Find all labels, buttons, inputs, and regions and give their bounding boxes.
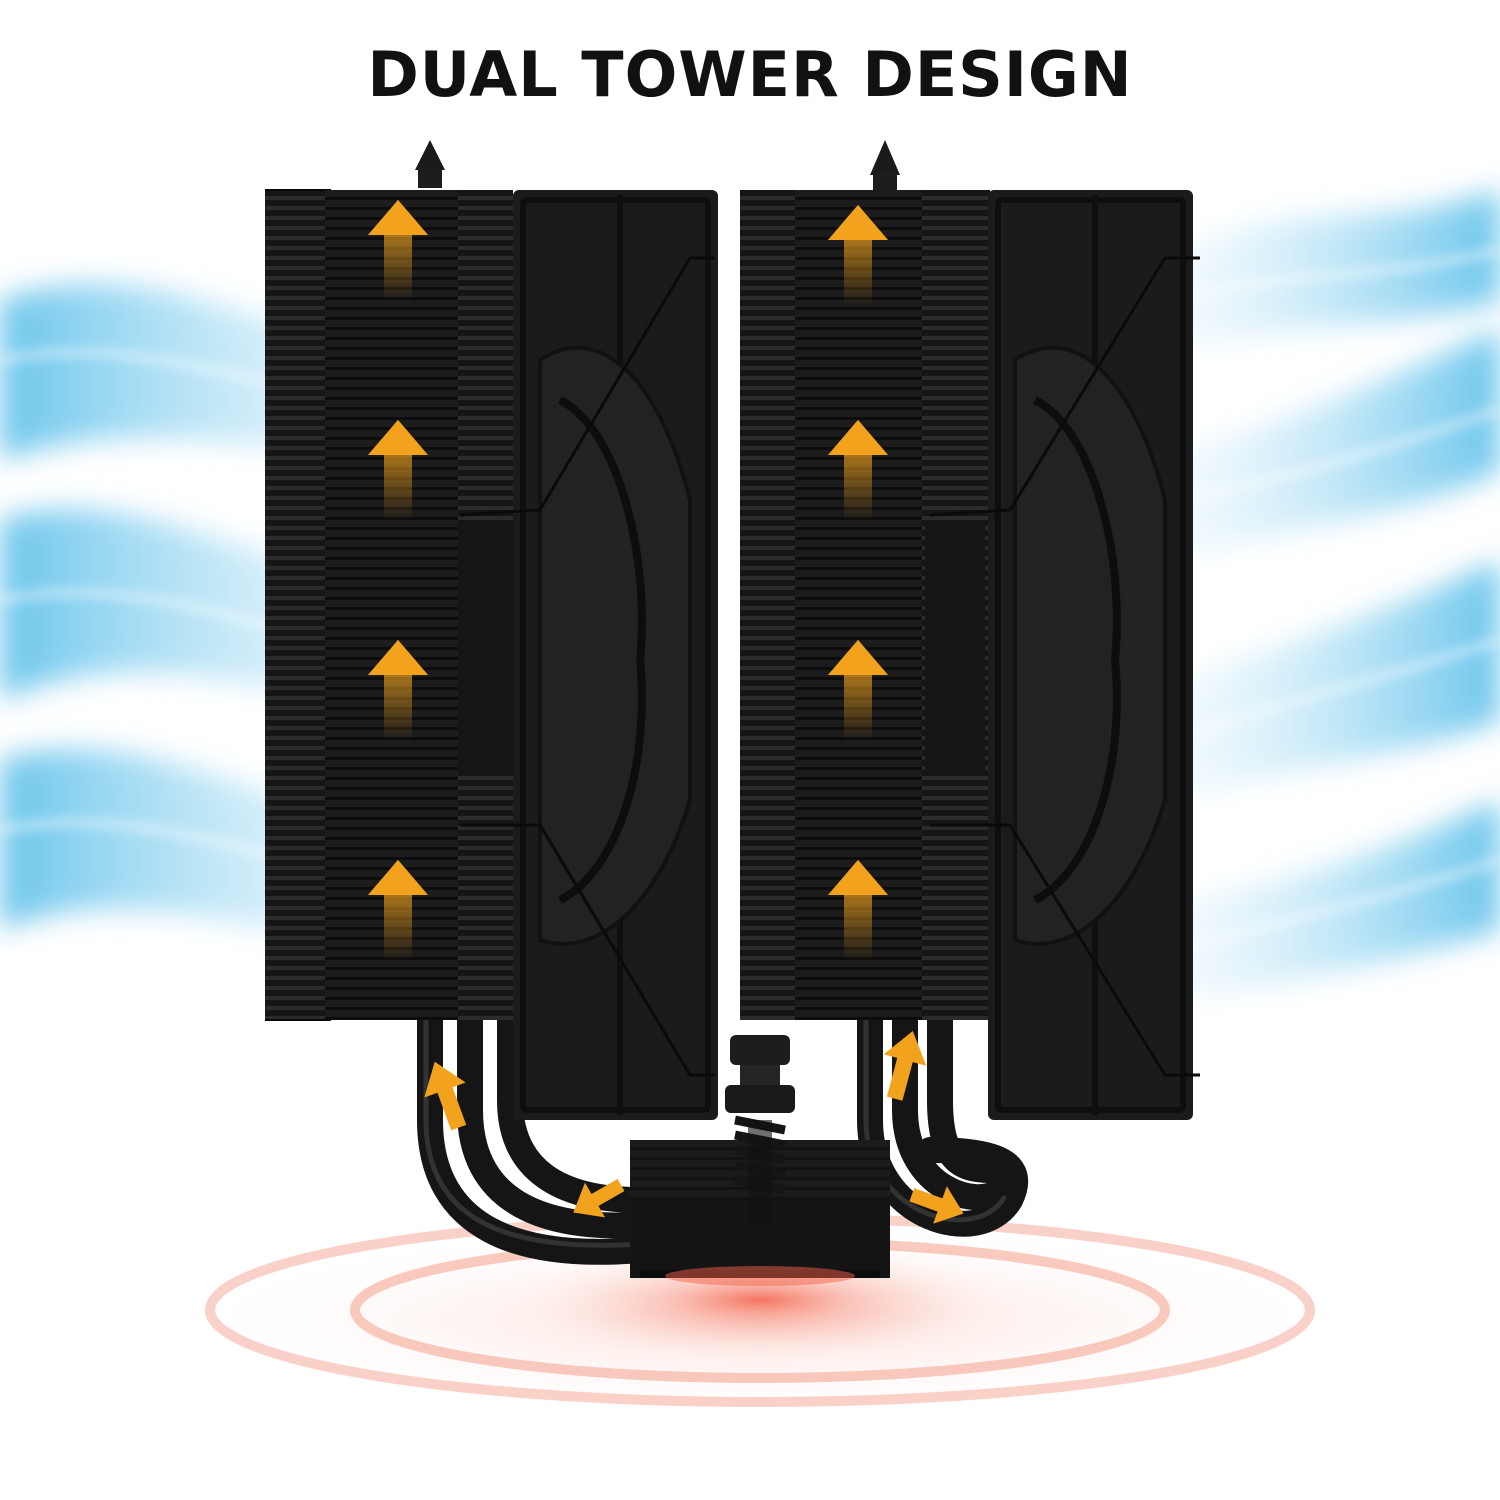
up-arrow-icon (368, 420, 428, 520)
up-arrow-icon (368, 640, 428, 740)
up-arrow-icon (828, 860, 888, 960)
up-arrow-icon (368, 200, 428, 300)
right-heatsink-tower (740, 140, 990, 1020)
up-arrow-icon (368, 860, 428, 960)
up-arrow-icon (828, 205, 888, 305)
mounting-screw (725, 1035, 795, 1225)
up-arrow-icon (828, 420, 888, 520)
page-title: DUAL TOWER DESIGN (367, 38, 1133, 111)
up-arrow-icon (828, 640, 888, 740)
pipe-arrow-icon (424, 1061, 467, 1131)
left-heatsink-tower (265, 140, 513, 1021)
right-fan (929, 190, 1200, 1120)
pipe-arrow-icon (883, 1031, 927, 1101)
pipe-arrow-icon (573, 1178, 625, 1218)
heatflow-arrows (368, 200, 964, 1224)
left-fan (459, 190, 718, 1120)
pipe-arrow-icon (909, 1186, 964, 1224)
